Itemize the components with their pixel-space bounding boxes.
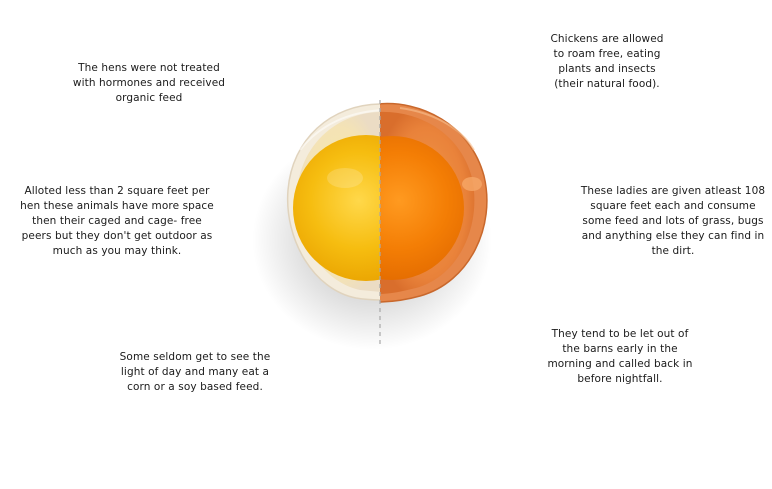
- note-hormone-free-organic-feed: The hens were not treated with hormones …: [72, 62, 226, 104]
- note-roam-free: Chickens are allowed to roam free, eatin…: [550, 33, 664, 90]
- note-pasture-space: These ladies are given atleast 108 squar…: [580, 185, 766, 257]
- pasture-raised-egg-half: [380, 102, 488, 303]
- note-space-allotment: Alloted less than 2 square feet per hen …: [20, 185, 214, 257]
- pasture-raised-yolk: [380, 136, 464, 280]
- conventional-egg-half: [286, 103, 380, 301]
- note-outdoor-schedule: They tend to be let out of the barns ear…: [547, 328, 693, 385]
- conventional-yolk: [293, 135, 380, 281]
- note-daylight-and-feed: Some seldom get to see the light of day …: [119, 351, 271, 393]
